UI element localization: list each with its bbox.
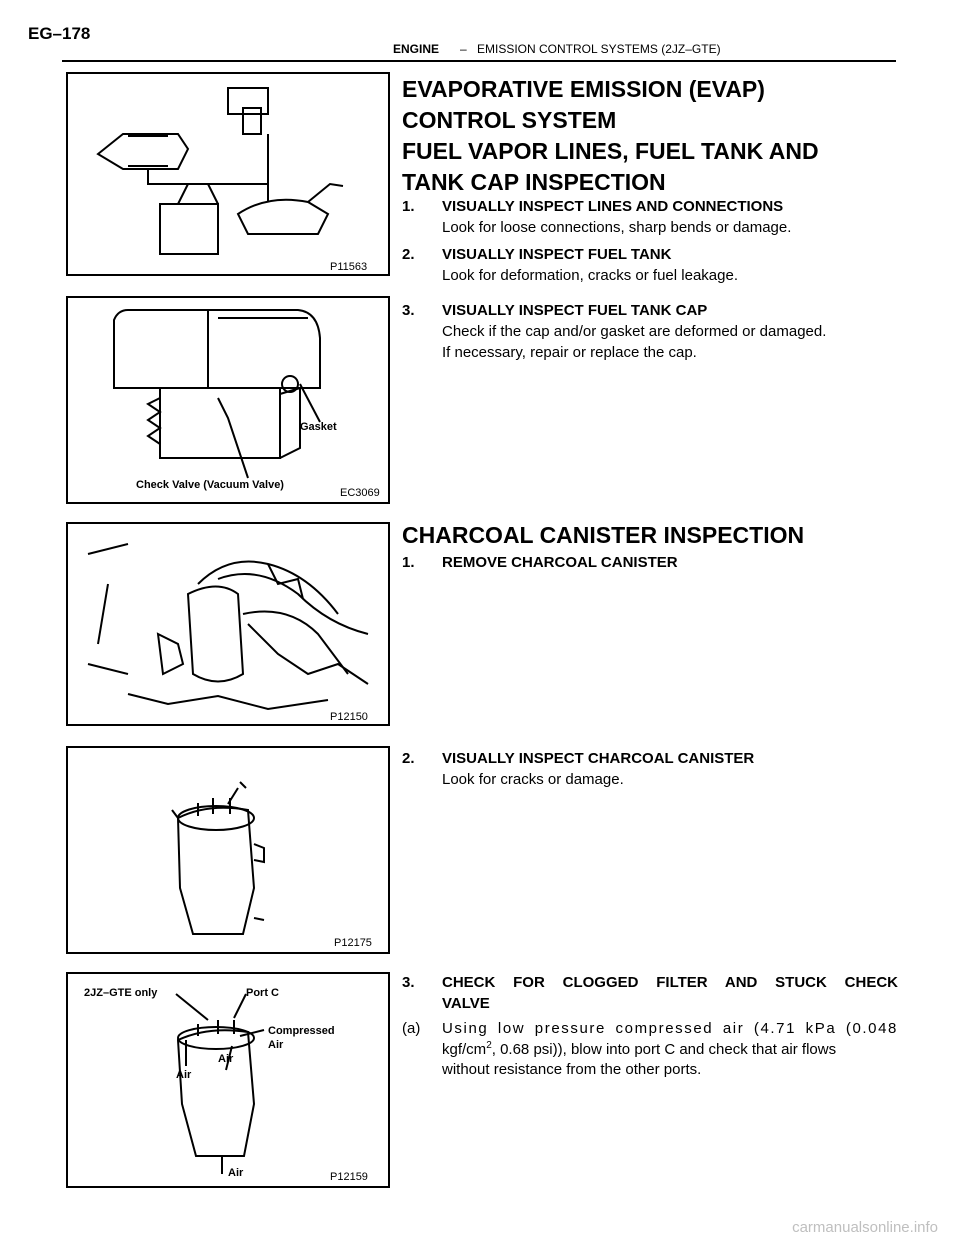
2jz-only-label: 2JZ–GTE only <box>84 987 158 999</box>
compressed-air-label: Air <box>268 1039 284 1051</box>
header-section: ENGINE <box>393 42 440 56</box>
check-valve-label: Check Valve (Vacuum Valve) <box>136 479 284 491</box>
section1-step-3: 3. VISUALLY INSPECT FUEL TANK CAP Check i… <box>402 302 898 361</box>
step-number: 1. <box>402 198 415 215</box>
step-title: REMOVE CHARCOAL CANISTER <box>442 554 678 571</box>
step-text: If necessary, repair or replace the cap. <box>442 344 697 361</box>
section2-step-1: 1. REMOVE CHARCOAL CANISTER <box>402 554 898 571</box>
canister-installed-drawing: P12150 <box>87 543 369 723</box>
step-number: 1. <box>402 554 415 571</box>
step-text: Look for cracks or damage. <box>442 771 624 788</box>
air-label-left: Air <box>176 1069 192 1081</box>
step-number: 2. <box>402 750 415 767</box>
substep-text: Using low pressure compressed air (4.71 … <box>442 1020 898 1037</box>
figure-code: P12175 <box>334 937 372 949</box>
step-title: VISUALLY INSPECT LINES AND CONNECTIONS <box>442 198 784 215</box>
step-title: VISUALLY INSPECT FUEL TANK <box>442 246 672 263</box>
section2-title: CHARCOAL CANISTER INSPECTION <box>402 522 805 548</box>
step-number: 3. <box>402 302 415 319</box>
substep-label: (a) <box>402 1020 421 1037</box>
step-title: VISUALLY INSPECT CHARCOAL CANISTER <box>442 750 755 767</box>
figure-fuel-vapor-lines: P11563 <box>66 72 390 276</box>
step-title: CHECK FOR CLOGGED FILTER AND STUCK CHECK <box>442 974 898 991</box>
watermark: carmanualsonline.info <box>792 1219 938 1236</box>
header-separator: – <box>460 42 467 56</box>
figure-canister-port-test: 2JZ–GTE only Port C Compressed Air Air A… <box>66 972 390 1188</box>
title-line: CONTROL SYSTEM <box>402 107 617 133</box>
section1-step-1: 1. VISUALLY INSPECT LINES AND CONNECTIONS… <box>402 198 898 236</box>
figure-code: EC3069 <box>340 487 380 499</box>
step-text: Look for loose connections, sharp bends … <box>442 219 792 236</box>
section1-title: EVAPORATIVE EMISSION (EVAP) CONTROL SYST… <box>402 74 898 198</box>
title-line: TANK CAP INSPECTION <box>402 169 666 195</box>
step-text: Look for deformation, cracks or fuel lea… <box>442 267 738 284</box>
figure-code: P11563 <box>330 261 367 273</box>
section2-substep-a: (a) Using low pressure compressed air (4.… <box>402 1020 898 1078</box>
canister-drawing: P12175 <box>171 781 372 949</box>
section1-step-2: 2. VISUALLY INSPECT FUEL TANK Look for de… <box>402 246 898 284</box>
superscript: 2 <box>486 1040 492 1051</box>
header-subsection: EMISSION CONTROL SYSTEMS (2JZ–GTE) <box>477 42 721 56</box>
compressed-label: Compressed <box>268 1025 335 1037</box>
substep-text: , 0.68 psi)), blow into port C and check… <box>491 1041 837 1058</box>
gasket-label: Gasket <box>300 421 337 433</box>
section2-step-2: 2. VISUALLY INSPECT CHARCOAL CANISTER Loo… <box>402 750 898 788</box>
header-rule <box>62 60 896 62</box>
step-number: 2. <box>402 246 415 263</box>
air-label-bottom: Air <box>228 1167 244 1179</box>
step-text: Check if the cap and/or gasket are defor… <box>442 323 827 340</box>
figure-fuel-tank-cap: Gasket Check Valve (Vacuum Valve) EC3069 <box>66 296 390 504</box>
step-title: VISUALLY INSPECT FUEL TANK CAP <box>442 302 708 319</box>
substep-text: without resistance from the other ports. <box>442 1061 702 1078</box>
page-number: EG–178 <box>28 24 91 43</box>
figure-code: P12159 <box>330 1171 368 1183</box>
air-label-middle: Air <box>218 1053 234 1065</box>
fuel-vapor-lines-drawing: P11563 <box>96 87 367 273</box>
title-line: EVAPORATIVE EMISSION (EVAP) <box>402 76 765 102</box>
step-number: 3. <box>402 974 415 991</box>
substep-text: kgf/cm <box>442 1041 487 1058</box>
figure-canister-installed: P12150 <box>66 522 390 726</box>
section2-step-3: 3. CHECK FOR CLOGGED FILTER AND STUCK CHE… <box>402 974 898 1012</box>
canister-port-test-drawing: 2JZ–GTE only Port C Compressed Air Air A… <box>84 987 368 1183</box>
figure-code: P12150 <box>330 711 368 723</box>
step-title-continued: VALVE <box>442 995 490 1012</box>
title-line: FUEL VAPOR LINES, FUEL TANK AND <box>402 138 819 164</box>
fuel-tank-cap-drawing: Gasket Check Valve (Vacuum Valve) EC3069 <box>113 309 380 499</box>
port-c-label: Port C <box>246 987 279 999</box>
figure-canister: P12175 <box>66 746 390 954</box>
